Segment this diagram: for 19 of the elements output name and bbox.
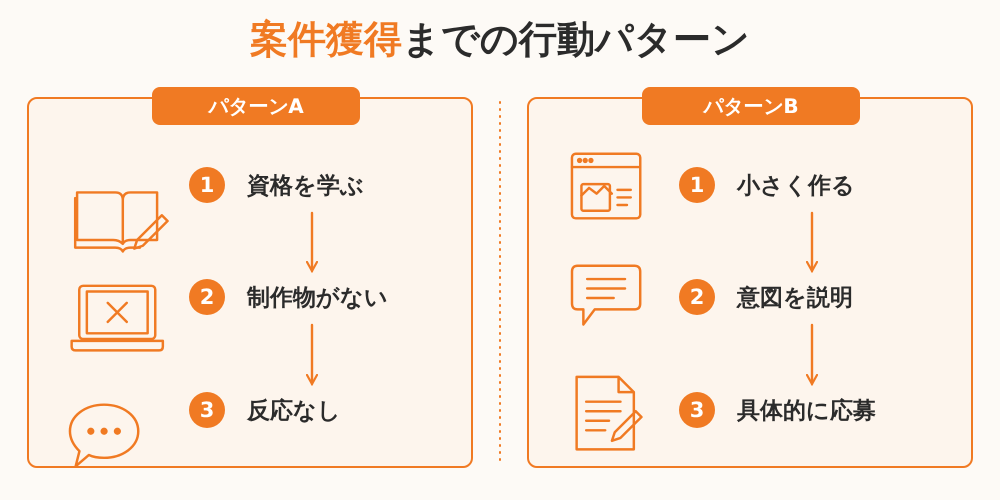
step-text: 小さく作る <box>737 172 855 201</box>
step-text: 反応なし <box>247 397 341 426</box>
step-number: 2 <box>679 279 715 315</box>
down-arrow <box>806 324 818 386</box>
step-text: 具体的に応募 <box>737 397 876 426</box>
step-number: 3 <box>679 392 715 428</box>
step-number: 1 <box>189 167 225 203</box>
down-arrow <box>306 324 318 386</box>
step-text: 意図を説明 <box>737 284 853 313</box>
pattern-heading: パターンA <box>152 87 360 125</box>
step-text: 資格を学ぶ <box>247 172 364 201</box>
step-number: 3 <box>189 392 225 428</box>
down-arrow <box>306 212 318 272</box>
step-number: 1 <box>679 167 715 203</box>
step-number: 2 <box>189 279 225 315</box>
step-text: 制作物がない <box>247 284 388 313</box>
down-arrow <box>806 212 818 272</box>
title: 案件獲得までの行動パターン <box>249 16 751 63</box>
pattern-heading: パターンB <box>642 87 860 125</box>
